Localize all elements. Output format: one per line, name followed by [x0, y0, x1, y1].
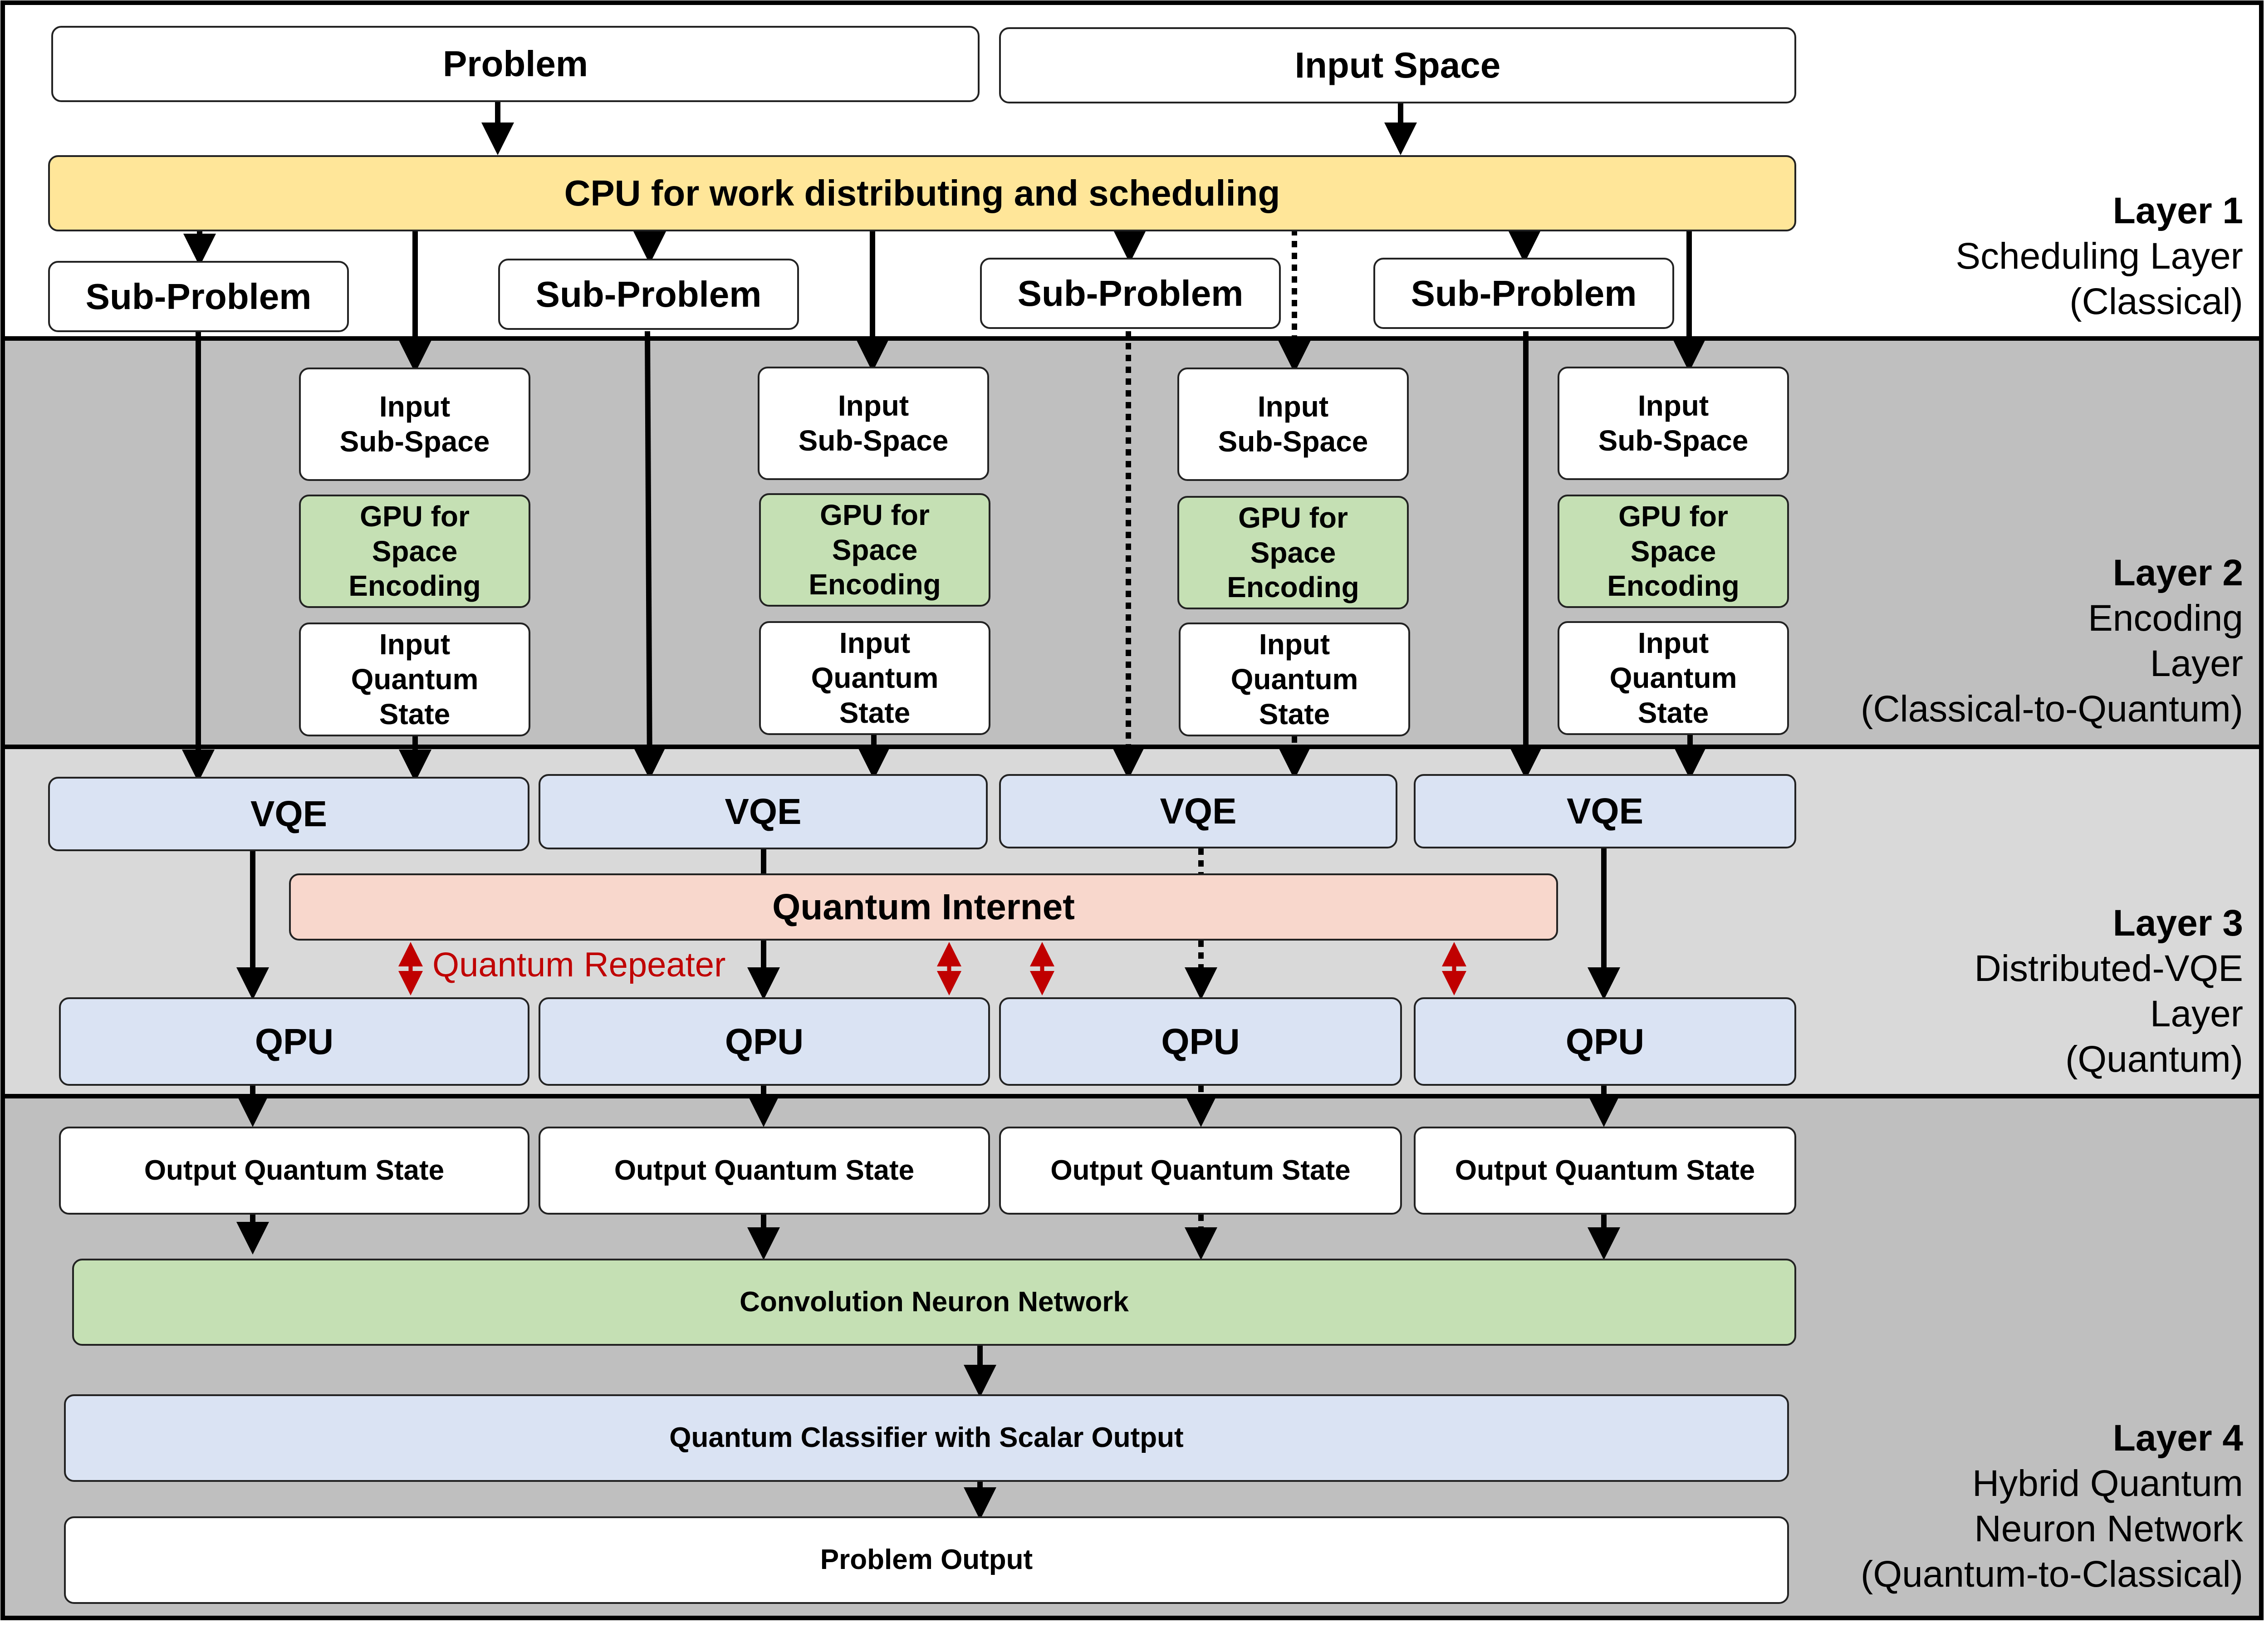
input-space-label: Input Space	[1294, 45, 1501, 85]
cnn-label: Convolution Neuron Network	[740, 1286, 1129, 1318]
problem-label: Problem	[442, 44, 588, 84]
qpu-label: QPU	[1161, 1021, 1240, 1062]
vqe-label: VQE	[1567, 791, 1643, 831]
input-space-box: Input Space	[999, 27, 1796, 103]
qpu-label: QPU	[725, 1021, 804, 1062]
sub-problem-box: Sub-Problem	[1373, 258, 1674, 329]
cpu-label: CPU for work distributing and scheduling	[564, 173, 1280, 213]
layer-subtitle: Hybrid Quantum Neuron Network (Quantum-t…	[1861, 1463, 2243, 1595]
vqe-label: VQE	[1160, 791, 1237, 831]
input-subspace-label: Input Sub-Space	[1598, 389, 1749, 457]
problem-output-box: Problem Output	[64, 1516, 1789, 1604]
quantum-classifier-box: Quantum Classifier with Scalar Output	[64, 1394, 1789, 1482]
input-quantum-state-label: Input Quantum State	[1609, 627, 1737, 729]
input-quantum-state-box: Input Quantum State	[759, 621, 990, 735]
input-quantum-state-label: Input Quantum State	[1230, 628, 1358, 730]
sub-problem-label: Sub-Problem	[535, 274, 762, 314]
input-quantum-state-label: Input Quantum State	[351, 628, 479, 730]
gpu-encoding-box: GPU for Space Encoding	[299, 495, 530, 608]
sub-problem-box: Sub-Problem	[980, 258, 1281, 329]
sub-problem-box: Sub-Problem	[48, 261, 349, 332]
quantum-repeater-label: Quantum Repeater	[432, 946, 726, 984]
layer-subtitle: Scheduling Layer (Classical)	[1955, 235, 2243, 323]
input-subspace-box: Input Sub-Space	[758, 367, 989, 480]
layer-4-label: Layer 4 Hybrid Quantum Neuron Network (Q…	[1861, 1416, 2243, 1597]
output-quantum-state-label: Output Quantum State	[1455, 1154, 1755, 1186]
layer-subtitle: Distributed-VQE Layer (Quantum)	[1974, 948, 2243, 1080]
sub-problem-label: Sub-Problem	[1411, 273, 1637, 314]
qpu-box: QPU	[59, 997, 529, 1086]
layer-title: Layer 4	[2112, 1417, 2243, 1459]
input-subspace-label: Input Sub-Space	[798, 389, 949, 457]
vqe-box: VQE	[48, 777, 529, 851]
cnn-box: Convolution Neuron Network	[72, 1259, 1796, 1346]
problem-box: Problem	[51, 26, 980, 102]
layer-title: Layer 3	[2112, 902, 2243, 944]
output-quantum-state-box: Output Quantum State	[539, 1127, 990, 1215]
layer-subtitle: Encoding Layer (Classical-to-Quantum)	[1861, 598, 2243, 730]
layer-1-label: Layer 1 Scheduling Layer (Classical)	[1955, 188, 2243, 324]
input-quantum-state-box: Input Quantum State	[299, 623, 530, 736]
vqe-label: VQE	[725, 791, 802, 832]
quantum-classifier-label: Quantum Classifier with Scalar Output	[669, 1422, 1184, 1454]
qpu-box: QPU	[539, 997, 990, 1086]
gpu-encoding-box: GPU for Space Encoding	[1177, 496, 1409, 609]
input-subspace-label: Input Sub-Space	[1218, 390, 1368, 458]
input-subspace-box: Input Sub-Space	[1177, 368, 1409, 481]
input-quantum-state-label: Input Quantum State	[811, 627, 939, 729]
gpu-encoding-box: GPU for Space Encoding	[759, 493, 990, 607]
gpu-encoding-label: GPU for Space Encoding	[1607, 500, 1740, 603]
input-quantum-state-box: Input Quantum State	[1558, 621, 1789, 735]
vqe-box: VQE	[1414, 774, 1796, 848]
layer-title: Layer 1	[2112, 190, 2243, 231]
gpu-encoding-label: GPU for Space Encoding	[348, 500, 481, 603]
quantum-internet-box: Quantum Internet	[289, 873, 1558, 941]
input-quantum-state-box: Input Quantum State	[1179, 623, 1410, 736]
output-quantum-state-label: Output Quantum State	[1050, 1154, 1351, 1186]
gpu-encoding-label: GPU for Space Encoding	[1227, 501, 1359, 604]
qpu-box: QPU	[1414, 997, 1796, 1086]
layer-3-label: Layer 3 Distributed-VQE Layer (Quantum)	[1975, 901, 2243, 1082]
layer-2-label: Layer 2 Encoding Layer (Classical-to-Qua…	[1861, 550, 2243, 732]
output-quantum-state-box: Output Quantum State	[1414, 1127, 1796, 1215]
output-quantum-state-label: Output Quantum State	[144, 1154, 445, 1186]
vqe-box: VQE	[539, 774, 988, 849]
input-subspace-box: Input Sub-Space	[299, 368, 530, 481]
output-quantum-state-label: Output Quantum State	[614, 1154, 915, 1186]
output-quantum-state-box: Output Quantum State	[59, 1127, 529, 1215]
qpu-label: QPU	[1565, 1021, 1645, 1062]
quantum-internet-label: Quantum Internet	[772, 887, 1075, 927]
problem-output-label: Problem Output	[820, 1544, 1033, 1576]
sub-problem-label: Sub-Problem	[1017, 273, 1244, 314]
sub-problem-label: Sub-Problem	[85, 276, 312, 317]
qpu-box: QPU	[999, 997, 1402, 1086]
input-subspace-label: Input Sub-Space	[339, 390, 490, 458]
output-quantum-state-box: Output Quantum State	[999, 1127, 1402, 1215]
qpu-label: QPU	[255, 1021, 334, 1062]
vqe-box: VQE	[999, 774, 1397, 848]
gpu-encoding-label: GPU for Space Encoding	[809, 498, 941, 601]
input-subspace-box: Input Sub-Space	[1558, 367, 1789, 480]
layer-title: Layer 2	[2112, 552, 2243, 593]
sub-problem-box: Sub-Problem	[498, 259, 799, 330]
gpu-encoding-box: GPU for Space Encoding	[1558, 495, 1789, 608]
vqe-label: VQE	[250, 794, 327, 834]
cpu-box: CPU for work distributing and scheduling	[48, 155, 1796, 231]
